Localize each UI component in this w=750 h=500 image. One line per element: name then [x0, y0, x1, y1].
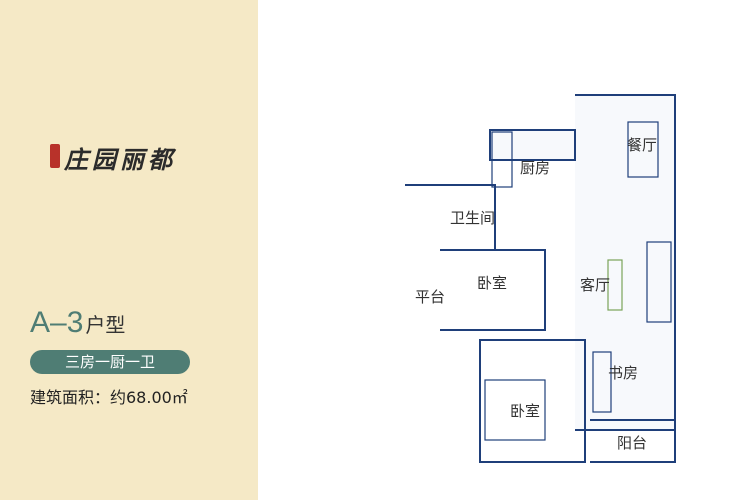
kitchen-counter	[491, 131, 513, 188]
room-label-bedroom-south: 卧室	[510, 402, 540, 420]
room-label-kitchen: 厨房	[520, 159, 550, 177]
room-label-study: 书房	[608, 364, 638, 382]
floor-plan-walls	[405, 94, 676, 463]
room-label-platform: 平台	[415, 288, 445, 306]
room-label-dining: 餐厅	[627, 136, 657, 154]
unit-type-code: A–3	[30, 306, 84, 339]
brand-logo-text: 庄园丽都	[64, 145, 176, 174]
sofa	[646, 241, 672, 323]
dining-table	[627, 121, 659, 178]
living-table	[607, 259, 623, 311]
unit-type-suffix: 户型	[85, 313, 126, 337]
floor-plan: 餐厅 厨房 卫生间 卧室 客厅 平台 卧室 书房 阳台	[405, 94, 676, 463]
rooms-summary-badge: 三房一厨一卫	[30, 350, 190, 374]
seal-icon	[50, 144, 60, 168]
study-desk	[592, 351, 612, 413]
bed	[484, 379, 546, 441]
brand-logo: 庄园丽都	[50, 140, 190, 176]
room-label-balcony: 阳台	[617, 434, 647, 452]
room-label-bedroom-north: 卧室	[477, 274, 507, 292]
room-label-bathroom: 卫生间	[450, 209, 495, 227]
floor-area: 建筑面积：约68.00㎡	[30, 388, 188, 407]
room-label-living: 客厅	[580, 276, 610, 294]
